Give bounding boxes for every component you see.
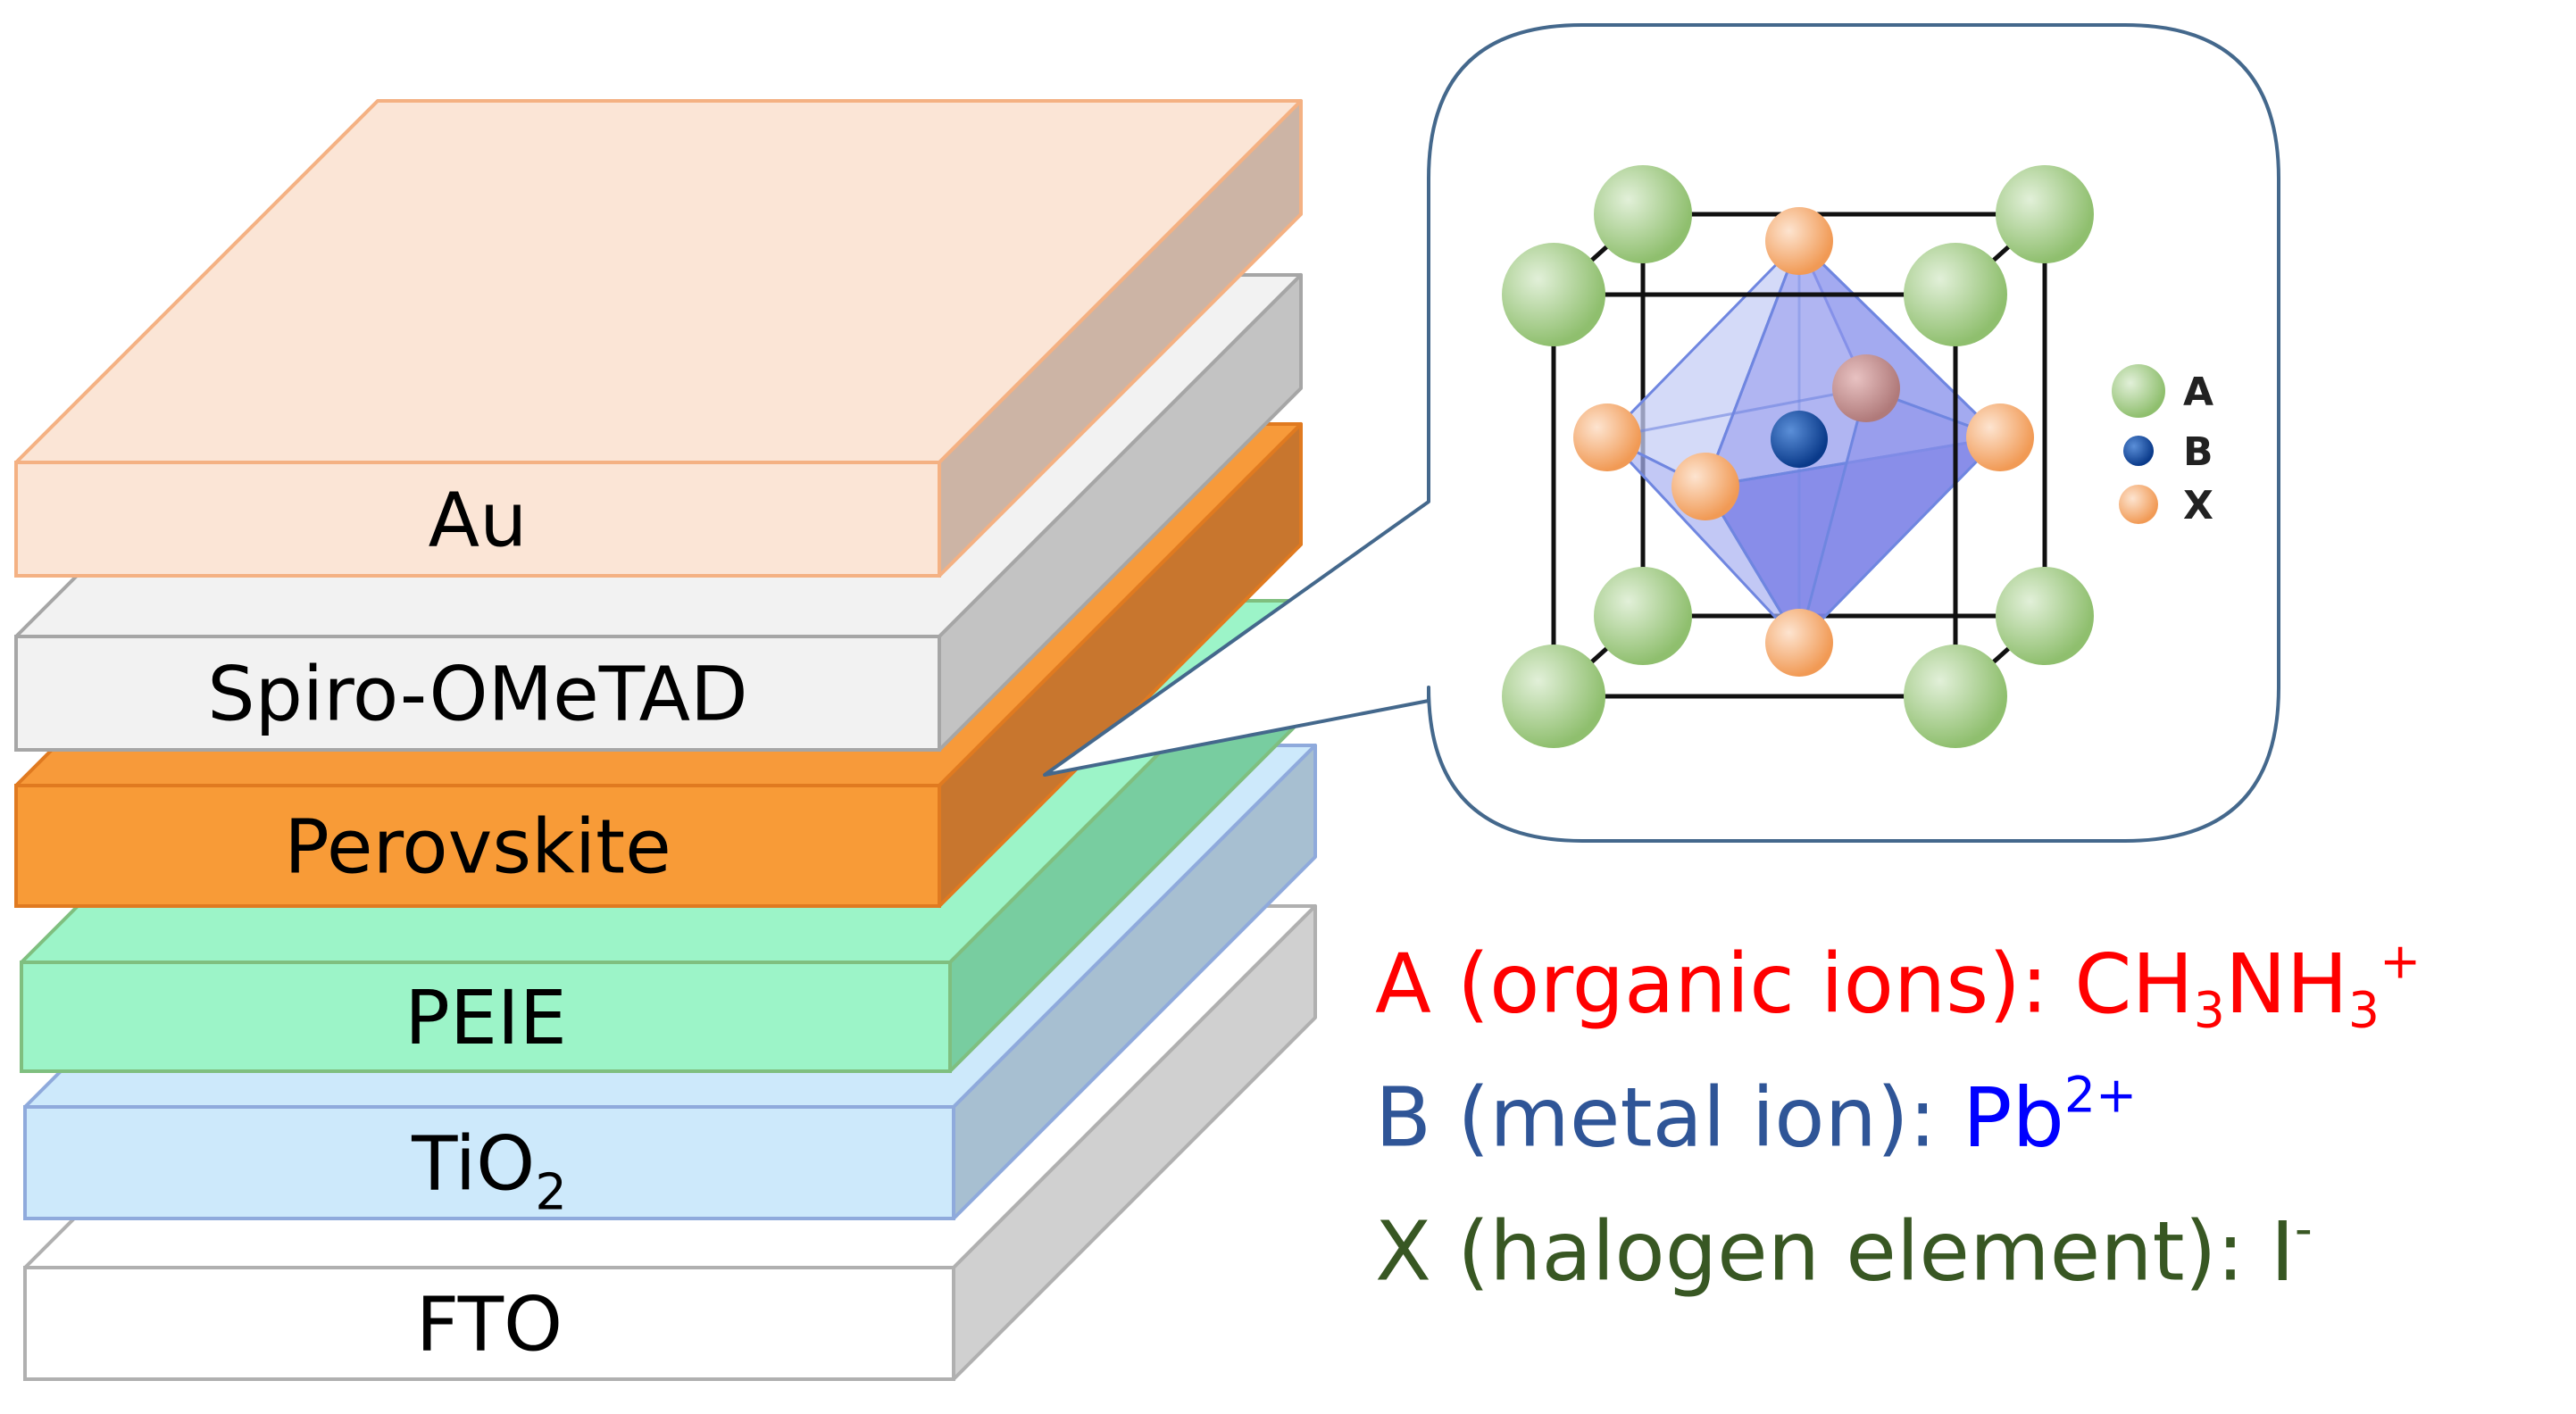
layer-perovskite-label: Perovskite: [284, 803, 671, 891]
a-site-atom: [1502, 645, 1605, 748]
a-site-atom: [1594, 567, 1692, 665]
atoms: [1502, 165, 2094, 748]
layer-perovskite-front: [14, 784, 941, 908]
legend-b-charge: 2+: [2063, 1067, 2138, 1124]
perovskite-crystal-structure: [1502, 165, 2094, 748]
crystal-legend-x: X: [2119, 483, 2213, 528]
legend-b-prefix: B (metal ion):: [1375, 1069, 1963, 1166]
x-site-atom: [1573, 403, 1641, 471]
legend-a-charge: +: [2379, 933, 2422, 990]
legend-a: A (organic ions): CH3NH3+: [1375, 933, 2422, 1036]
layer-tio2-label-sub: 2: [535, 1164, 567, 1222]
x-site-atom: [1765, 207, 1833, 275]
a-site-atom: [1904, 243, 2007, 346]
a-site-atom: [1594, 165, 1692, 263]
crystal-legend-a-marker: [2112, 364, 2165, 418]
layer-spiro-front: [14, 635, 941, 752]
layer-peie-front: [20, 961, 952, 1073]
legend-a-nh: NH: [2224, 936, 2348, 1032]
legend-b-value: Pb2+: [1963, 1070, 2137, 1166]
legend-x-i: I: [2270, 1203, 2295, 1300]
legend-x: X (halogen element): I-: [1375, 1204, 2313, 1293]
x-site-atom: [1671, 453, 1739, 520]
b-site-atom: [1771, 411, 1828, 468]
legend-b-pb: Pb: [1963, 1069, 2064, 1166]
legend-x-value: I-: [2271, 1204, 2313, 1300]
crystal-legend-a-label: A: [2183, 370, 2213, 415]
x-site-atom: [1966, 403, 2034, 471]
crystal-legend-b: B: [2123, 429, 2213, 475]
layer-au-label: Au: [429, 477, 528, 564]
legend-a-sub2: 3: [2347, 982, 2380, 1040]
legend-a-prefix: A (organic ions):: [1375, 936, 2075, 1032]
legend-a-sub1: 3: [2193, 982, 2225, 1040]
legend-x-prefix: X (halogen element):: [1375, 1203, 2271, 1300]
a-site-atom: [1502, 243, 1605, 346]
crystal-legend-x-label: X: [2183, 483, 2213, 528]
crystal-legend-b-marker: [2123, 436, 2154, 466]
a-site-atom: [1904, 645, 2007, 748]
a-site-atom: [1996, 567, 2094, 665]
legend-a-ch: CH: [2074, 936, 2194, 1032]
layer-fto-label: FTO: [416, 1281, 563, 1368]
crystal-legend: ABX: [2112, 364, 2213, 528]
layer-tio2-front: [23, 1105, 955, 1220]
layer-au: Au: [14, 99, 1303, 578]
back-b-site-atom: [1832, 354, 1900, 422]
legend-b: B (metal ion): Pb2+: [1375, 1070, 2137, 1160]
crystal-legend-a: A: [2112, 364, 2213, 418]
layer-fto-front: [23, 1266, 955, 1381]
layer-spiro-label: Spiro-OMeTAD: [207, 651, 747, 738]
legend-a-value: CH3NH3+: [2074, 933, 2422, 1035]
layer-au-front: [14, 461, 941, 578]
a-site-atom: [1996, 165, 2094, 263]
x-site-atom: [1765, 609, 1833, 677]
crystal-legend-b-label: B: [2183, 429, 2213, 475]
legend-x-charge: -: [2294, 1201, 2313, 1258]
layer-peie-label: PEIE: [404, 974, 567, 1061]
crystal-legend-x-marker: [2119, 485, 2158, 524]
